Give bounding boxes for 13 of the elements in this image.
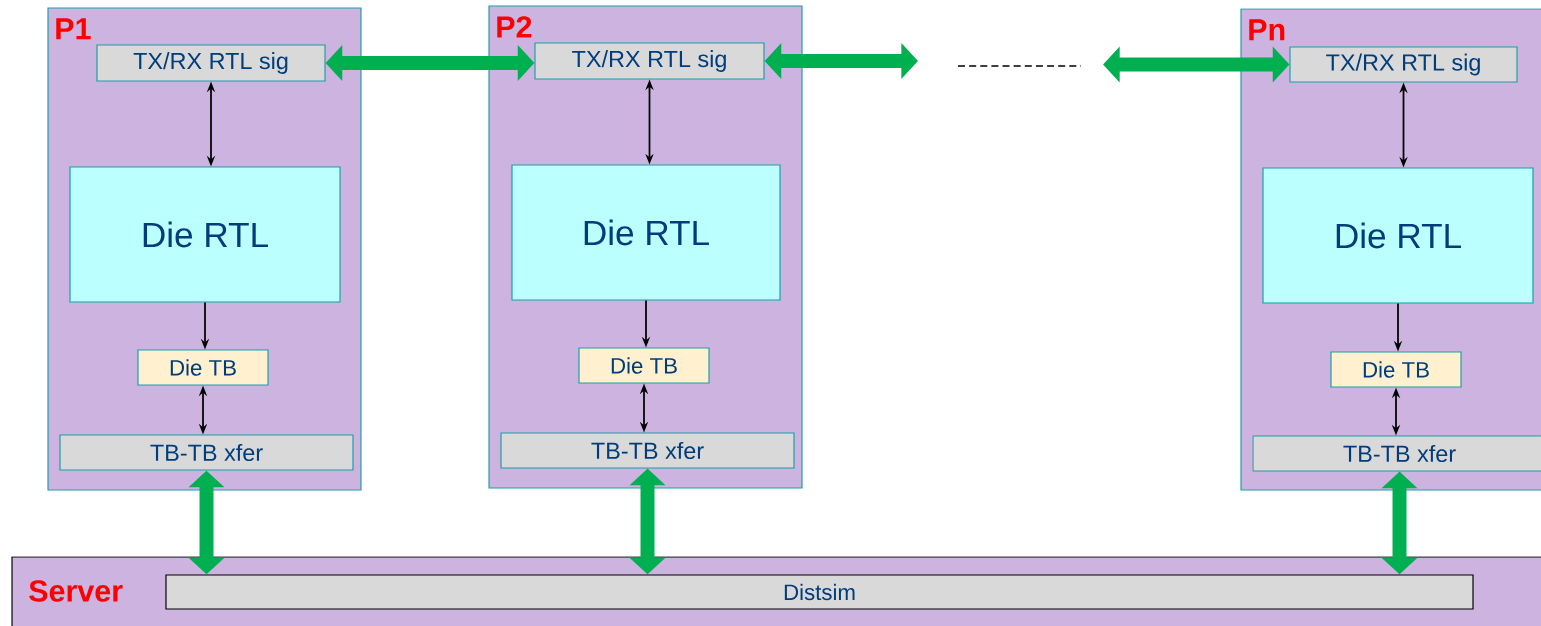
testbench-box: Die TB	[137, 349, 269, 386]
simulator-bar: Distsim	[165, 574, 1474, 610]
signal-box: TX/RX RTL sig	[1289, 46, 1518, 83]
rtl-box: Die RTL	[69, 166, 341, 303]
transfer-box: TB-TB xfer	[59, 434, 354, 471]
transfer-box: TB-TB xfer	[1252, 435, 1541, 472]
rtl-box: Die RTL	[1262, 167, 1534, 304]
signal-box: TX/RX RTL sig	[96, 44, 326, 82]
signal-box: TX/RX RTL sig	[534, 42, 765, 80]
rtl-box: Die RTL	[511, 164, 781, 301]
testbench-box: Die TB	[578, 347, 710, 384]
testbench-box: Die TB	[1330, 351, 1462, 388]
transfer-box: TB-TB xfer	[500, 432, 795, 469]
